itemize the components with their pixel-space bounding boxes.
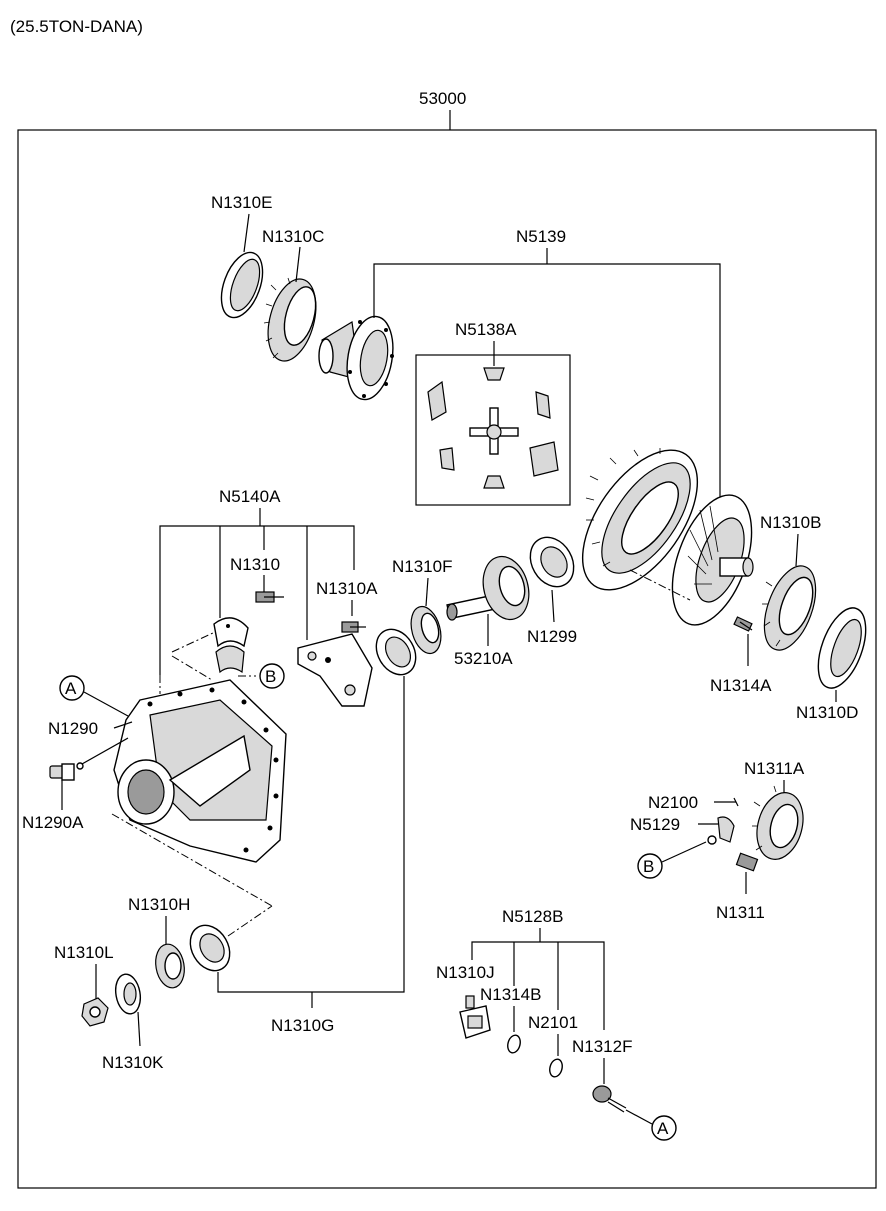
pinion-nut-part[interactable] bbox=[81, 997, 109, 1027]
label-n1310l[interactable]: N1310L bbox=[54, 943, 114, 962]
label-n1314a[interactable]: N1314A bbox=[710, 676, 772, 695]
label-n5129[interactable]: N5129 bbox=[630, 815, 680, 834]
label-n1314b[interactable]: N1314B bbox=[480, 985, 541, 1004]
label-n1310k[interactable]: N1310K bbox=[102, 1053, 164, 1072]
callout-a-bottom[interactable]: A bbox=[657, 1119, 669, 1138]
ring-gear-bolt-part[interactable] bbox=[733, 616, 753, 632]
adjuster-ring-part[interactable] bbox=[750, 785, 810, 865]
bearing-cone-b-part[interactable] bbox=[754, 559, 825, 657]
n5128b-bracket bbox=[471, 941, 605, 1030]
pinion-bolt-part[interactable] bbox=[341, 621, 366, 633]
label-n1299[interactable]: N1299 bbox=[527, 627, 577, 646]
label-n5140a[interactable]: N5140A bbox=[219, 487, 281, 506]
assembly-frame bbox=[17, 129, 877, 1189]
differential-case-half-part[interactable] bbox=[318, 313, 399, 403]
callout-a-housing-leader bbox=[83, 691, 129, 717]
callout-circle-a-housing bbox=[59, 675, 85, 701]
pinion-seal-part[interactable] bbox=[368, 622, 423, 682]
n1310g-bracket bbox=[217, 676, 405, 993]
label-n1310g[interactable]: N1310G bbox=[271, 1016, 334, 1035]
label-n2100[interactable]: N2100 bbox=[648, 793, 698, 812]
o-ring-leader bbox=[81, 737, 129, 765]
label-n1310[interactable]: N1310 bbox=[230, 555, 280, 574]
bearing-cup-e-part[interactable] bbox=[213, 247, 270, 323]
differential-carrier-housing-part[interactable] bbox=[113, 679, 287, 863]
bearing-cap-centerline-1 bbox=[171, 631, 216, 653]
bearing-cap-centerline-2 bbox=[171, 655, 213, 681]
bearing-cup-d-part[interactable] bbox=[809, 602, 875, 695]
callout-b-right[interactable]: B bbox=[643, 857, 654, 876]
label-p53210a[interactable]: 53210A bbox=[454, 649, 513, 668]
diagram-subtitle: (25.5TON-DANA) bbox=[10, 17, 143, 36]
bearing-cone-c-part[interactable] bbox=[260, 274, 324, 367]
n1310c-leader bbox=[295, 246, 301, 283]
label-n1310a[interactable]: N1310A bbox=[316, 579, 378, 598]
cotter-pin-part[interactable] bbox=[733, 797, 739, 807]
differential-case-flange-part[interactable] bbox=[657, 484, 767, 635]
gear-kit-box bbox=[415, 354, 571, 506]
pinion-bearing-cup-part[interactable] bbox=[182, 918, 237, 978]
label-n1311a[interactable]: N1311A bbox=[744, 759, 805, 778]
n1299-leader bbox=[551, 589, 555, 623]
callout-circle-a-bottom bbox=[651, 1115, 677, 1141]
label-n1311[interactable]: N1311 bbox=[716, 903, 765, 922]
bracket-bolt-part[interactable] bbox=[255, 591, 284, 603]
n1310k-leader bbox=[137, 1011, 141, 1047]
label-n1310b[interactable]: N1310B bbox=[760, 513, 821, 532]
fill-plug-gasket-part[interactable] bbox=[506, 1034, 522, 1054]
pinion-pilot-bearing-part[interactable] bbox=[522, 529, 583, 594]
label-n1310f[interactable]: N1310F bbox=[392, 557, 452, 576]
adjuster-bracket-part[interactable] bbox=[297, 633, 373, 707]
label-n1310d[interactable]: N1310D bbox=[796, 703, 858, 722]
label-n2101[interactable]: N2101 bbox=[528, 1013, 578, 1032]
label-n5128b[interactable]: N5128B bbox=[502, 907, 563, 926]
pinion-bearing-cone-part[interactable] bbox=[406, 603, 445, 657]
ring-gear-centerline bbox=[629, 569, 691, 601]
n1310f-leader bbox=[425, 577, 429, 607]
label-n1310e[interactable]: N1310E bbox=[211, 193, 272, 212]
pinion-flange-part[interactable] bbox=[152, 942, 187, 990]
lock-screw-part[interactable] bbox=[735, 852, 759, 872]
drive-pinion-part[interactable] bbox=[446, 551, 536, 624]
label-n1310c[interactable]: N1310C bbox=[262, 227, 324, 246]
breather-part[interactable] bbox=[459, 995, 491, 1039]
pinion-washer-part[interactable] bbox=[113, 972, 144, 1016]
label-n5139[interactable]: N5139 bbox=[516, 227, 566, 246]
label-n1312f[interactable]: N1312F bbox=[572, 1037, 632, 1056]
housing-centerline bbox=[111, 813, 273, 907]
ring-gear-part[interactable] bbox=[560, 430, 721, 609]
drain-plug-gasket-part[interactable] bbox=[548, 1058, 564, 1078]
callout-b-right-leader bbox=[661, 841, 707, 863]
callout-circle-b-housing bbox=[259, 663, 285, 689]
label-n5138a[interactable]: N5138A bbox=[455, 320, 517, 339]
speed-sensor-part[interactable] bbox=[592, 1085, 627, 1113]
callout-circle-b-right bbox=[637, 853, 663, 879]
spider-gear-kit-part[interactable] bbox=[427, 367, 559, 489]
n1290-leader bbox=[113, 721, 133, 729]
label-n1290a[interactable]: N1290A bbox=[22, 813, 84, 832]
label-n1290[interactable]: N1290 bbox=[48, 719, 98, 738]
n5140a-bracket bbox=[159, 525, 355, 675]
callout-a-housing[interactable]: A bbox=[65, 679, 77, 698]
callout-a-bottom-leader bbox=[625, 1109, 653, 1125]
callout-b-housing[interactable]: B bbox=[265, 667, 276, 686]
bearing-cap-part[interactable] bbox=[213, 617, 249, 674]
n1310b-leader bbox=[795, 533, 799, 567]
assembly-number[interactable]: 53000 bbox=[419, 89, 466, 108]
pinion-centerline bbox=[227, 905, 273, 937]
o-ring-part[interactable] bbox=[76, 762, 84, 770]
sensor-plug-part[interactable] bbox=[49, 763, 75, 781]
label-n1310h[interactable]: N1310H bbox=[128, 895, 190, 914]
adjuster-lock-part[interactable] bbox=[707, 816, 735, 845]
n1310e-leader bbox=[243, 213, 250, 253]
label-n1310j[interactable]: N1310J bbox=[436, 963, 495, 982]
